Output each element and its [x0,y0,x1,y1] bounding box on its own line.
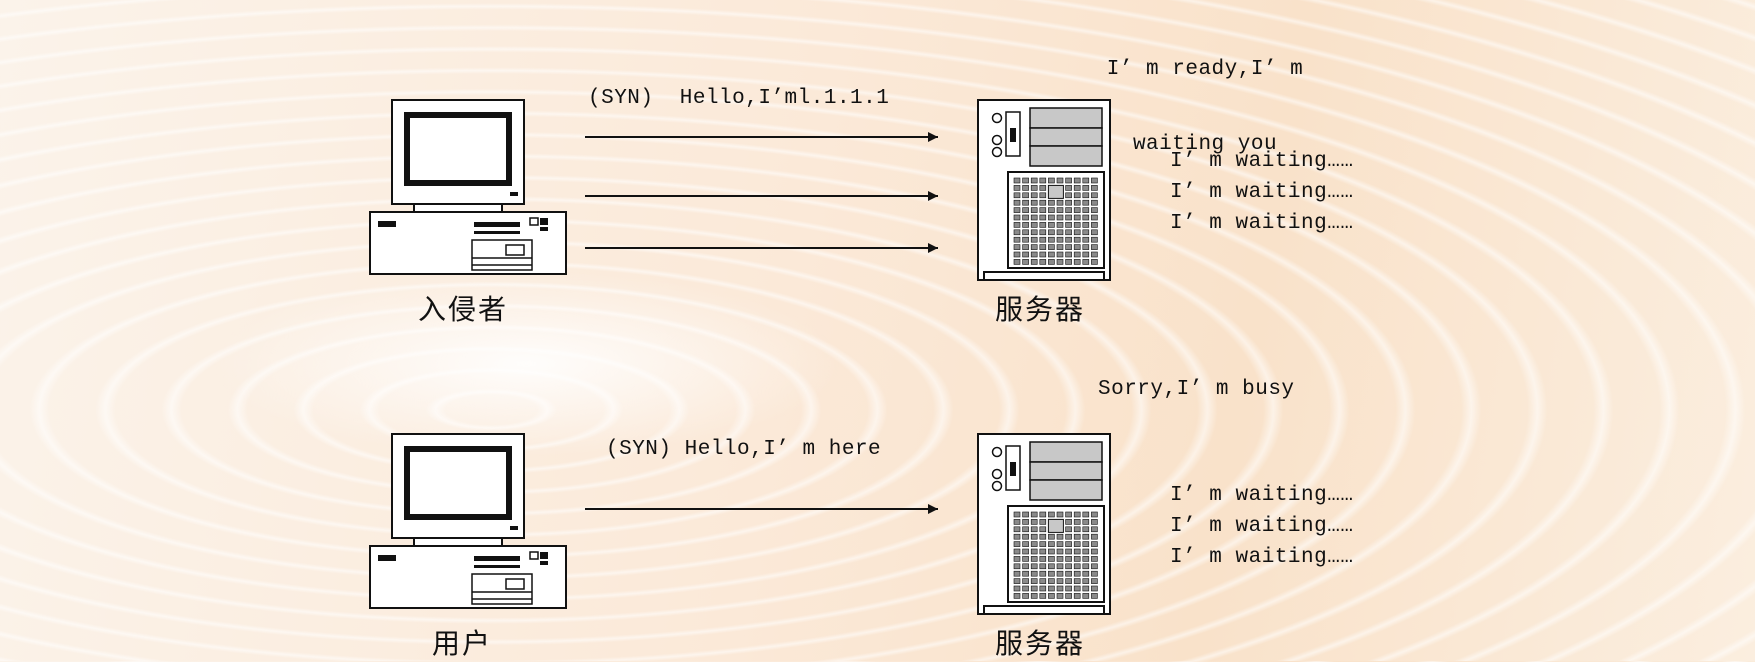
waiting-line-bottom-2: I’ m waiting…… [1170,515,1354,538]
intruder-label: 入侵者 [418,293,509,326]
waiting-line-top-2: I’ m waiting…… [1170,181,1354,204]
user-computer-icon [369,433,567,609]
server-label-top: 服务器 [995,293,1086,326]
server-grille-2 [1013,511,1098,599]
user-label: 用户 [432,627,493,660]
waiting-line-bottom-3: I’ m waiting…… [1170,546,1354,569]
waiting-line-top-1: I’ m waiting…… [1170,150,1354,173]
server-reply-line2: waiting you [1132,133,1278,156]
intruder-computer-icon [369,99,567,275]
syn-message-attack: (SYN) Hello,I’ml.1.1.1 [588,87,890,110]
syn-message-user: (SYN) Hello,I’ m here [606,438,882,461]
server-reply-line1: I’ m ready,I’ m [1106,58,1304,81]
server-grille-1 [1013,177,1098,265]
server-reply-bottom: Sorry,I’ m busy [1098,378,1295,401]
server-reply-top: I’ m ready,I’ m waiting you [1090,12,1320,179]
waiting-line-top-3: I’ m waiting…… [1170,212,1354,235]
waiting-line-bottom-1: I’ m waiting…… [1170,484,1354,507]
server-label-bottom: 服务器 [995,627,1086,660]
